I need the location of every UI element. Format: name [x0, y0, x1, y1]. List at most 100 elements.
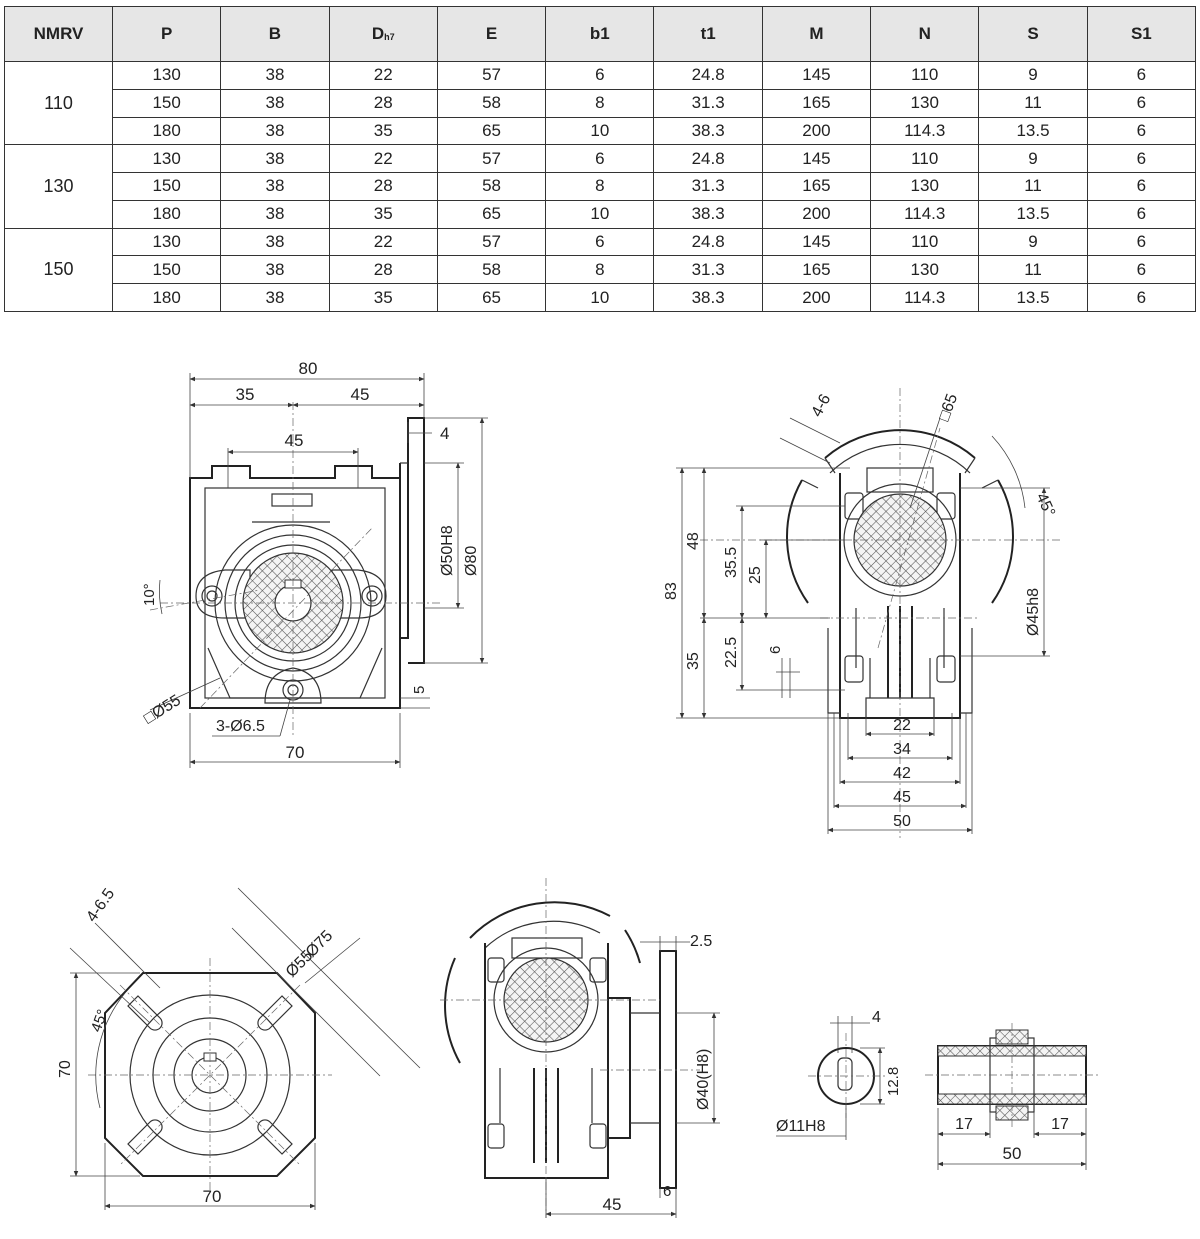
table-cell: 180: [111, 199, 222, 229]
table-cell: 6: [1086, 61, 1197, 90]
table-cell: 200: [761, 199, 872, 229]
table-cell: 38: [220, 61, 330, 90]
header-s: S: [978, 6, 1088, 62]
header-n: N: [870, 6, 980, 62]
table-cell: 200: [761, 116, 872, 146]
table-row: 150 38 28 58 8 31.3 165 130 11 6: [5, 88, 1197, 118]
table-cell: 145: [761, 61, 872, 90]
dim-angle: 45°: [1032, 491, 1058, 520]
table-cell: 65: [436, 116, 547, 146]
table-cell: 165: [761, 172, 872, 201]
dim-overall-width: 80: [299, 359, 318, 378]
dim-key-height: 12.8: [885, 1067, 902, 1096]
dim-square: □Ø55: [141, 692, 184, 728]
table-row: 150 38 28 58 8 31.3 165 130 11 6: [5, 255, 1197, 285]
table-cell: 31.3: [653, 88, 763, 118]
table-cell: 35: [328, 116, 438, 146]
table-cell: 200: [761, 283, 872, 312]
table-cell: 11: [978, 255, 1088, 285]
table-cell: 6: [1086, 283, 1197, 312]
dim-base-width: 70: [286, 743, 305, 762]
dim-overall-height: 83: [663, 582, 680, 600]
table-cell: 130: [870, 255, 980, 285]
table-cell: 38: [220, 88, 330, 118]
header-p: P: [111, 6, 222, 62]
table-cell: 6: [1086, 144, 1197, 174]
table-cell: 150: [111, 172, 222, 201]
table-cell: 28: [328, 88, 438, 118]
dim-height-25: 25: [747, 566, 764, 584]
table-cell: 9: [978, 144, 1088, 174]
dim-flange-dia: Ø80: [463, 546, 480, 576]
table-cell: 180: [111, 283, 222, 312]
dim-base-height: 5: [411, 686, 428, 694]
table-cell: 38.3: [653, 283, 763, 312]
table-cell: 38: [220, 172, 330, 201]
dim-width-45: 45: [893, 789, 911, 806]
flange-side-view: 2.5 Ø40(H8) 45 6: [440, 878, 720, 1218]
table-cell: 10: [545, 199, 655, 229]
dim-lower-height: 35: [685, 652, 702, 670]
table-cell: 28: [328, 172, 438, 201]
specification-table: NMRV P B Dh7 E b1 t1 M N S S1 110 130 38…: [4, 6, 1197, 313]
table-cell: 130: [870, 172, 980, 201]
flange-view: 4-6.5 Ø75 Ø55 45° 70 70: [57, 886, 421, 1210]
table-cell: 110: [870, 227, 980, 257]
dim-bore: Ø11H8: [776, 1118, 826, 1135]
table-cell: 65: [436, 283, 547, 312]
table-cell: 57: [436, 61, 547, 90]
table-cell: 22: [328, 61, 438, 90]
technical-drawings: 80 35 45 45 4 Ø50H8 Ø80 10° □Ø55 5: [57, 359, 1100, 1218]
dim-width: 45: [603, 1195, 622, 1214]
table-cell: 38: [220, 116, 330, 146]
dim-width-42: 42: [893, 765, 911, 782]
table-cell: 38: [220, 283, 330, 312]
dim-right: 17: [1051, 1116, 1069, 1133]
dim-width-34: 34: [893, 741, 911, 758]
table-cell: 57: [436, 144, 547, 174]
dim-key-width: 4: [872, 1009, 881, 1026]
dim-spigot-dia: Ø50H8: [439, 525, 456, 576]
table-header-row: NMRV P B Dh7 E b1 t1 M N S S1: [4, 6, 1197, 62]
table-cell: 130: [111, 61, 222, 90]
table-cell: 6: [545, 227, 655, 257]
table-cell: 8: [545, 255, 655, 285]
table-cell: 57: [436, 227, 547, 257]
dim-height: 70: [57, 1060, 74, 1078]
table-cell: 9: [978, 227, 1088, 257]
dim-left: 17: [955, 1116, 973, 1133]
table-cell: 10: [545, 116, 655, 146]
table-cell: 38: [220, 199, 330, 229]
table-cell: 150: [111, 255, 222, 285]
table-cell: 38: [220, 227, 330, 257]
table-cell: 24.8: [653, 227, 763, 257]
table-cell: 165: [761, 255, 872, 285]
table-row: 150 130 38 22 57 6 24.8 145 110 9 6: [4, 227, 1197, 313]
table-cell: 180: [111, 116, 222, 146]
dim-slots: 4-6.5: [83, 886, 118, 926]
table-cell: 6: [1086, 172, 1197, 201]
table-cell: 24.8: [653, 61, 763, 90]
model-cell: 150: [4, 227, 113, 313]
table-cell: 11: [978, 88, 1088, 118]
dim-angle: 10°: [141, 583, 158, 606]
table-cell: 6: [1086, 199, 1197, 229]
header-nmrv: NMRV: [4, 6, 113, 62]
table-cell: 13.5: [978, 116, 1088, 146]
header-s1: S1: [1086, 6, 1197, 62]
header-e: E: [436, 6, 547, 62]
table-cell: 145: [761, 144, 872, 174]
table-cell: 38: [220, 255, 330, 285]
table-cell: 165: [761, 88, 872, 118]
table-row: 150 38 28 58 8 31.3 165 130 11 6: [5, 172, 1197, 201]
table-cell: 9: [978, 61, 1088, 90]
dim-spigot: Ø40(H8): [695, 1049, 712, 1110]
dim-width: 70: [203, 1187, 222, 1206]
table-row: 110 130 38 22 57 6 24.8 145 110 9 6: [4, 60, 1197, 146]
dim-height-35-5: 35.5: [723, 547, 740, 578]
table-cell: 31.3: [653, 255, 763, 285]
table-cell: 35: [328, 283, 438, 312]
table-cell: 110: [870, 61, 980, 90]
header-m: M: [761, 6, 872, 62]
header-t1: t1: [653, 6, 763, 62]
